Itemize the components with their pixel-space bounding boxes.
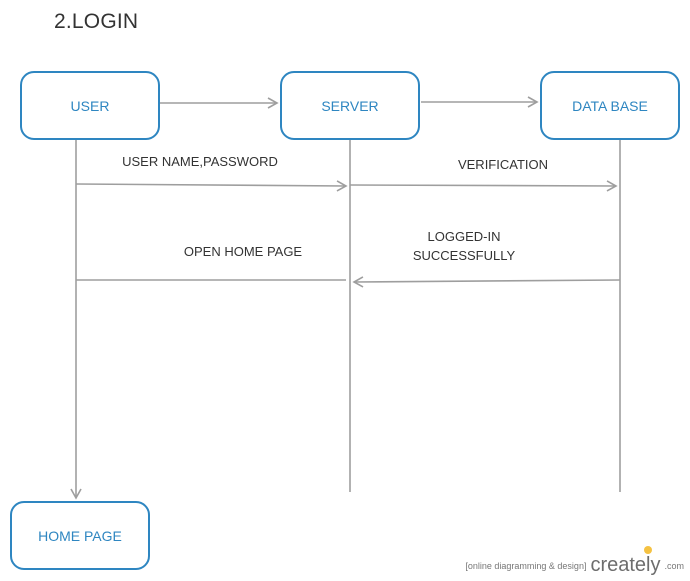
lightbulb-icon (644, 546, 653, 554)
creately-logo: creately (590, 546, 661, 576)
node-home-page: HOME PAGE (10, 501, 150, 570)
branding-suffix: .com (664, 561, 684, 571)
creately-branding: [online diagramming & design] creately .… (465, 546, 684, 576)
branding-tagline: [online diagramming & design] (465, 561, 587, 571)
label-logged-in-line1: LOGGED-IN (427, 229, 501, 244)
label-logged-in-line2: SUCCESSFULLY (412, 248, 516, 263)
creately-wordmark: creately (590, 554, 661, 576)
label-logged-in: LOGGED-IN SUCCESSFULLY (384, 227, 544, 265)
arrow-verification (349, 180, 618, 192)
arrow-credentials (75, 180, 348, 192)
label-credentials: USER NAME,PASSWORD (122, 154, 278, 169)
arrow-logged-in (352, 276, 621, 288)
node-server: SERVER (280, 71, 420, 140)
label-verification: VERIFICATION (457, 157, 549, 172)
node-user: USER (20, 71, 160, 140)
node-database: DATA BASE (540, 71, 680, 140)
label-open-home: OPEN HOME PAGE (183, 244, 303, 259)
diagram-title: 2.LOGIN (54, 10, 139, 33)
